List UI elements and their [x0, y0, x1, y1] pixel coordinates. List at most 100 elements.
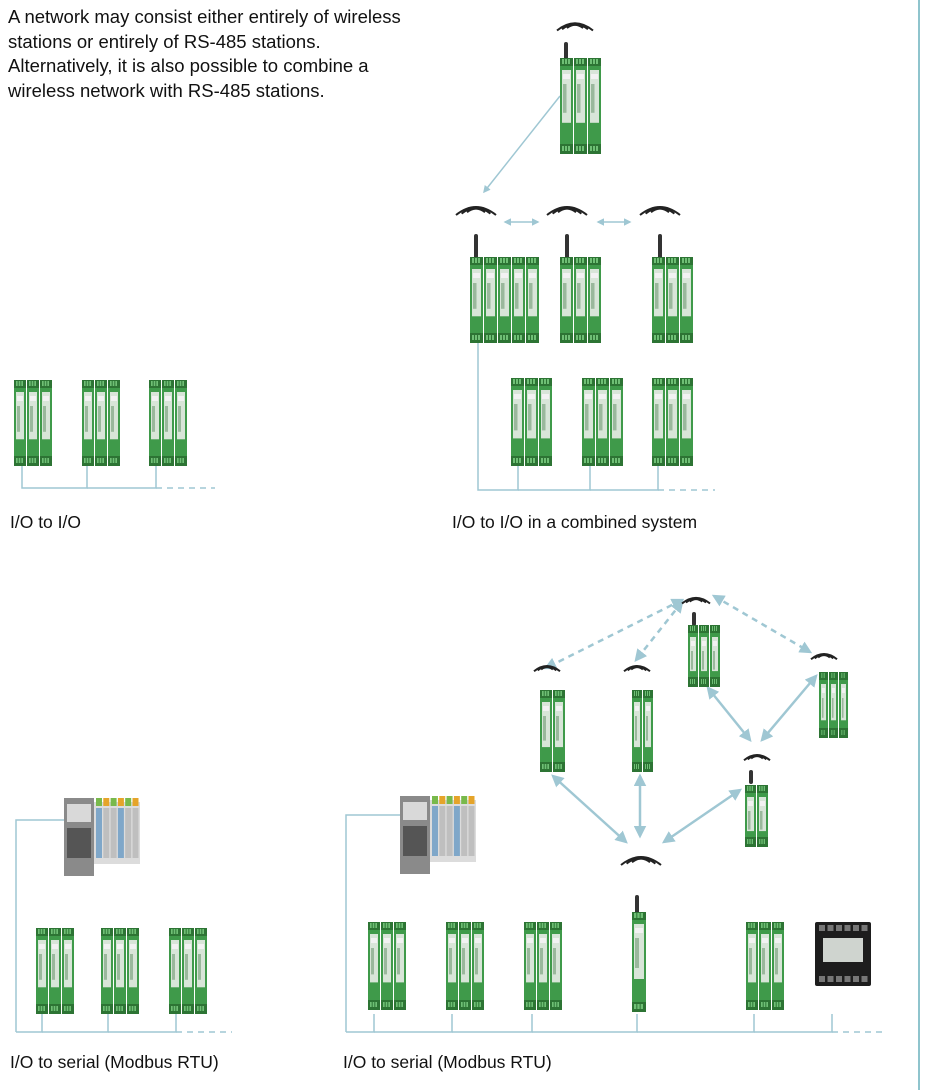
io-station-mesh-top [688, 625, 720, 687]
antenna-icon [635, 895, 639, 915]
io-station-serial-left-1-module [49, 928, 61, 1014]
io-station-mesh-lower-module [745, 785, 756, 847]
wireless-link-arrow [760, 674, 818, 742]
io-station-wireless-master [560, 58, 601, 154]
io-station-left-3-module [162, 380, 174, 466]
io-station-left-3-module [175, 380, 187, 466]
io-station-mesh-lower [745, 785, 768, 847]
io-station-left-1 [14, 380, 52, 466]
io-station-wireless-2 [560, 257, 601, 343]
io-station-rs485-2-module [582, 378, 595, 466]
io-station-mesh-left [540, 690, 565, 772]
io-station-serial-left-2-module [127, 928, 139, 1014]
wireless-signal-icon [681, 596, 711, 605]
io-station-rs485-1-module [511, 378, 524, 466]
io-station-rs485-3-module [680, 378, 693, 466]
io-station-rs485-2-module [596, 378, 609, 466]
io-station-wireless-2-module [574, 257, 587, 343]
wireless-signal-icon [556, 22, 594, 32]
io-station-rs485-3-module [666, 378, 679, 466]
io-station-left-3 [149, 380, 187, 466]
io-station-mesh-top-module [688, 625, 698, 687]
io-station-serial-right-3-module [524, 922, 536, 1010]
io-station-wireless-1-module [526, 257, 539, 343]
io-station-left-2-module [82, 380, 94, 466]
wireless-link-arrow [634, 600, 684, 662]
io-station-mesh-top-module [699, 625, 709, 687]
antenna-icon [658, 234, 662, 260]
caption-io-combined: I/O to I/O in a combined system [452, 512, 698, 532]
io-station-mesh-left-module [553, 690, 565, 772]
io-station-serial-right-3-module [550, 922, 562, 1010]
wireless-signal-icon [639, 206, 681, 216]
serial-bus-left [108, 1014, 177, 1033]
io-station-rs485-2-module [610, 378, 623, 466]
io-station-mesh-right-module [829, 672, 838, 738]
io-station-serial-right-4-module [772, 922, 784, 1010]
wireless-signal-icon [546, 206, 588, 216]
io-station-serial-left-2-module [114, 928, 126, 1014]
io-station-mesh-right [819, 672, 848, 738]
io-station-wireless-3-module [652, 257, 665, 343]
io-station-serial-left-2-module [101, 928, 113, 1014]
io-station-serial-right-4-module [759, 922, 771, 1010]
io-station-serial-left-2 [101, 928, 139, 1014]
io-station-mesh-mid [632, 690, 653, 772]
io-station-serial-left-1 [36, 928, 74, 1014]
io-station-wireless-master-module [574, 58, 587, 154]
io-station-mesh-right-module [819, 672, 828, 738]
io-station-left-1-module [40, 380, 52, 466]
modbus-meter-device [815, 922, 871, 986]
io-station-mesh-top-module [710, 625, 720, 687]
intro-text: A network may consist either entirely of… [8, 6, 401, 101]
io-station-serial-right-1 [368, 922, 406, 1010]
io-station-serial-right-3-module [537, 922, 549, 1010]
serial-bus-right [374, 1014, 453, 1033]
wireless-gateway-rs485-module [632, 912, 646, 1012]
io-station-left-2-module [108, 380, 120, 466]
antenna-icon [692, 612, 696, 626]
io-station-rs485-3 [652, 378, 693, 466]
wireless-link-arrow [661, 788, 743, 844]
io-station-serial-left-1-module [62, 928, 74, 1014]
io-station-wireless-3-module [680, 257, 693, 343]
plc-controller-left [64, 798, 140, 876]
serial-bus-right [532, 1014, 638, 1033]
io-station-serial-right-1-module [381, 922, 393, 1010]
rs485-bus-combined [518, 466, 591, 491]
io-station-rs485-1-module [539, 378, 552, 466]
io-station-serial-left-3 [169, 928, 207, 1014]
io-station-serial-right-1-module [368, 922, 380, 1010]
serial-bus-left [42, 1014, 109, 1033]
io-station-wireless-2-module [588, 257, 601, 343]
io-station-serial-left-1-module [36, 928, 48, 1014]
wireless-link-arrow [551, 774, 628, 844]
io-station-wireless-master-module [588, 58, 601, 154]
serial-bus-left [15, 819, 64, 1032]
io-station-wireless-1-module [498, 257, 511, 343]
io-station-mesh-mid-module [643, 690, 653, 772]
wireless-signal-icon [455, 206, 497, 216]
serial-bus-left [16, 1014, 43, 1033]
serial-bus-right [637, 1014, 755, 1033]
rs485-bus-left [87, 466, 157, 489]
io-station-serial-right-2-module [472, 922, 484, 1010]
serial-bus-right [452, 1014, 533, 1033]
io-station-rs485-1 [511, 378, 552, 466]
io-station-rs485-1-module [525, 378, 538, 466]
io-station-serial-left-3-module [169, 928, 181, 1014]
wireless-signal-icon [743, 754, 771, 762]
rs485-bus-left [21, 466, 88, 489]
wireless-signal-icon [810, 653, 838, 661]
serial-bus-right [345, 814, 400, 1032]
right-border-rule [918, 0, 920, 1090]
io-station-wireless-2-module [560, 257, 573, 343]
io-station-left-3-module [149, 380, 161, 466]
io-station-mesh-lower-module [757, 785, 768, 847]
io-station-rs485-2 [582, 378, 623, 466]
wireless-link-arrow [706, 686, 752, 742]
io-station-wireless-3-module [666, 257, 679, 343]
io-station-serial-right-3 [524, 922, 562, 1010]
io-station-serial-right-1-module [394, 922, 406, 1010]
